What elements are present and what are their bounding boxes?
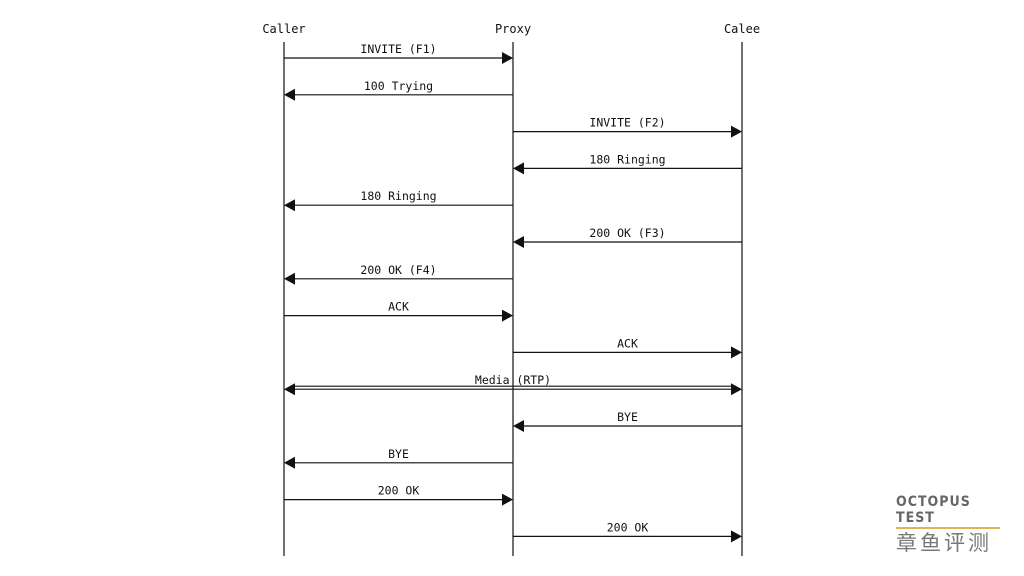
message-label: 200 OK bbox=[378, 484, 420, 498]
watermark-english-text: OCTOPUS TEST bbox=[896, 494, 971, 526]
message-label: INVITE (F2) bbox=[589, 116, 665, 130]
actor-label-proxy: Proxy bbox=[495, 22, 531, 36]
message-label: BYE bbox=[388, 447, 409, 461]
message-arrowhead bbox=[502, 493, 513, 506]
message-label: 180 Ringing bbox=[360, 189, 436, 203]
message-12: 200 OK bbox=[284, 484, 513, 506]
actors: Caller Proxy Calee bbox=[262, 22, 760, 556]
message-3: 180 Ringing bbox=[513, 152, 742, 175]
watermark-chinese-text: 章鱼评测 bbox=[896, 531, 992, 555]
message-1: 100 Trying bbox=[284, 79, 513, 101]
message-label: 200 OK (F4) bbox=[360, 263, 436, 277]
message-arrowhead-return bbox=[284, 383, 295, 396]
watermark-logo: OCTOPUS TEST 章鱼评测 bbox=[896, 494, 1002, 555]
message-label: 200 OK (F3) bbox=[589, 226, 665, 240]
message-11: BYE bbox=[284, 447, 513, 469]
message-5: 200 OK (F3) bbox=[513, 226, 742, 248]
message-arrowhead bbox=[284, 88, 295, 101]
message-7: ACK bbox=[284, 300, 513, 322]
watermark-accent-bar bbox=[896, 527, 1000, 529]
message-2: INVITE (F2) bbox=[513, 116, 742, 138]
message-arrowhead bbox=[284, 199, 295, 212]
message-10: BYE bbox=[513, 410, 742, 432]
message-arrowhead bbox=[502, 309, 513, 322]
message-label: INVITE (F1) bbox=[360, 42, 436, 56]
message-arrowhead bbox=[502, 52, 513, 64]
actor-label-caller: Caller bbox=[262, 22, 305, 36]
message-8: ACK bbox=[513, 336, 742, 359]
message-arrowhead bbox=[513, 236, 524, 248]
message-label: 200 OK bbox=[607, 520, 649, 534]
message-arrowhead bbox=[731, 125, 742, 138]
message-label: 100 Trying bbox=[364, 79, 433, 93]
message-arrowhead bbox=[284, 456, 295, 469]
message-0: INVITE (F1) bbox=[284, 42, 513, 64]
message-arrowhead bbox=[513, 420, 524, 432]
message-4: 180 Ringing bbox=[284, 189, 513, 212]
message-label: ACK bbox=[388, 300, 409, 314]
message-arrowhead bbox=[731, 530, 742, 543]
message-label: BYE bbox=[617, 410, 638, 424]
message-arrowhead bbox=[513, 162, 524, 175]
message-arrowhead bbox=[731, 346, 742, 359]
message-9: Media (RTP) bbox=[284, 373, 742, 396]
message-label: Media (RTP) bbox=[475, 373, 551, 387]
message-arrowhead bbox=[284, 272, 295, 285]
actor-label-callee: Calee bbox=[724, 22, 760, 36]
message-arrowhead bbox=[731, 383, 742, 396]
message-label: 180 Ringing bbox=[589, 152, 665, 166]
message-label: ACK bbox=[617, 336, 638, 350]
message-6: 200 OK (F4) bbox=[284, 263, 513, 285]
message-13: 200 OK bbox=[513, 520, 742, 543]
